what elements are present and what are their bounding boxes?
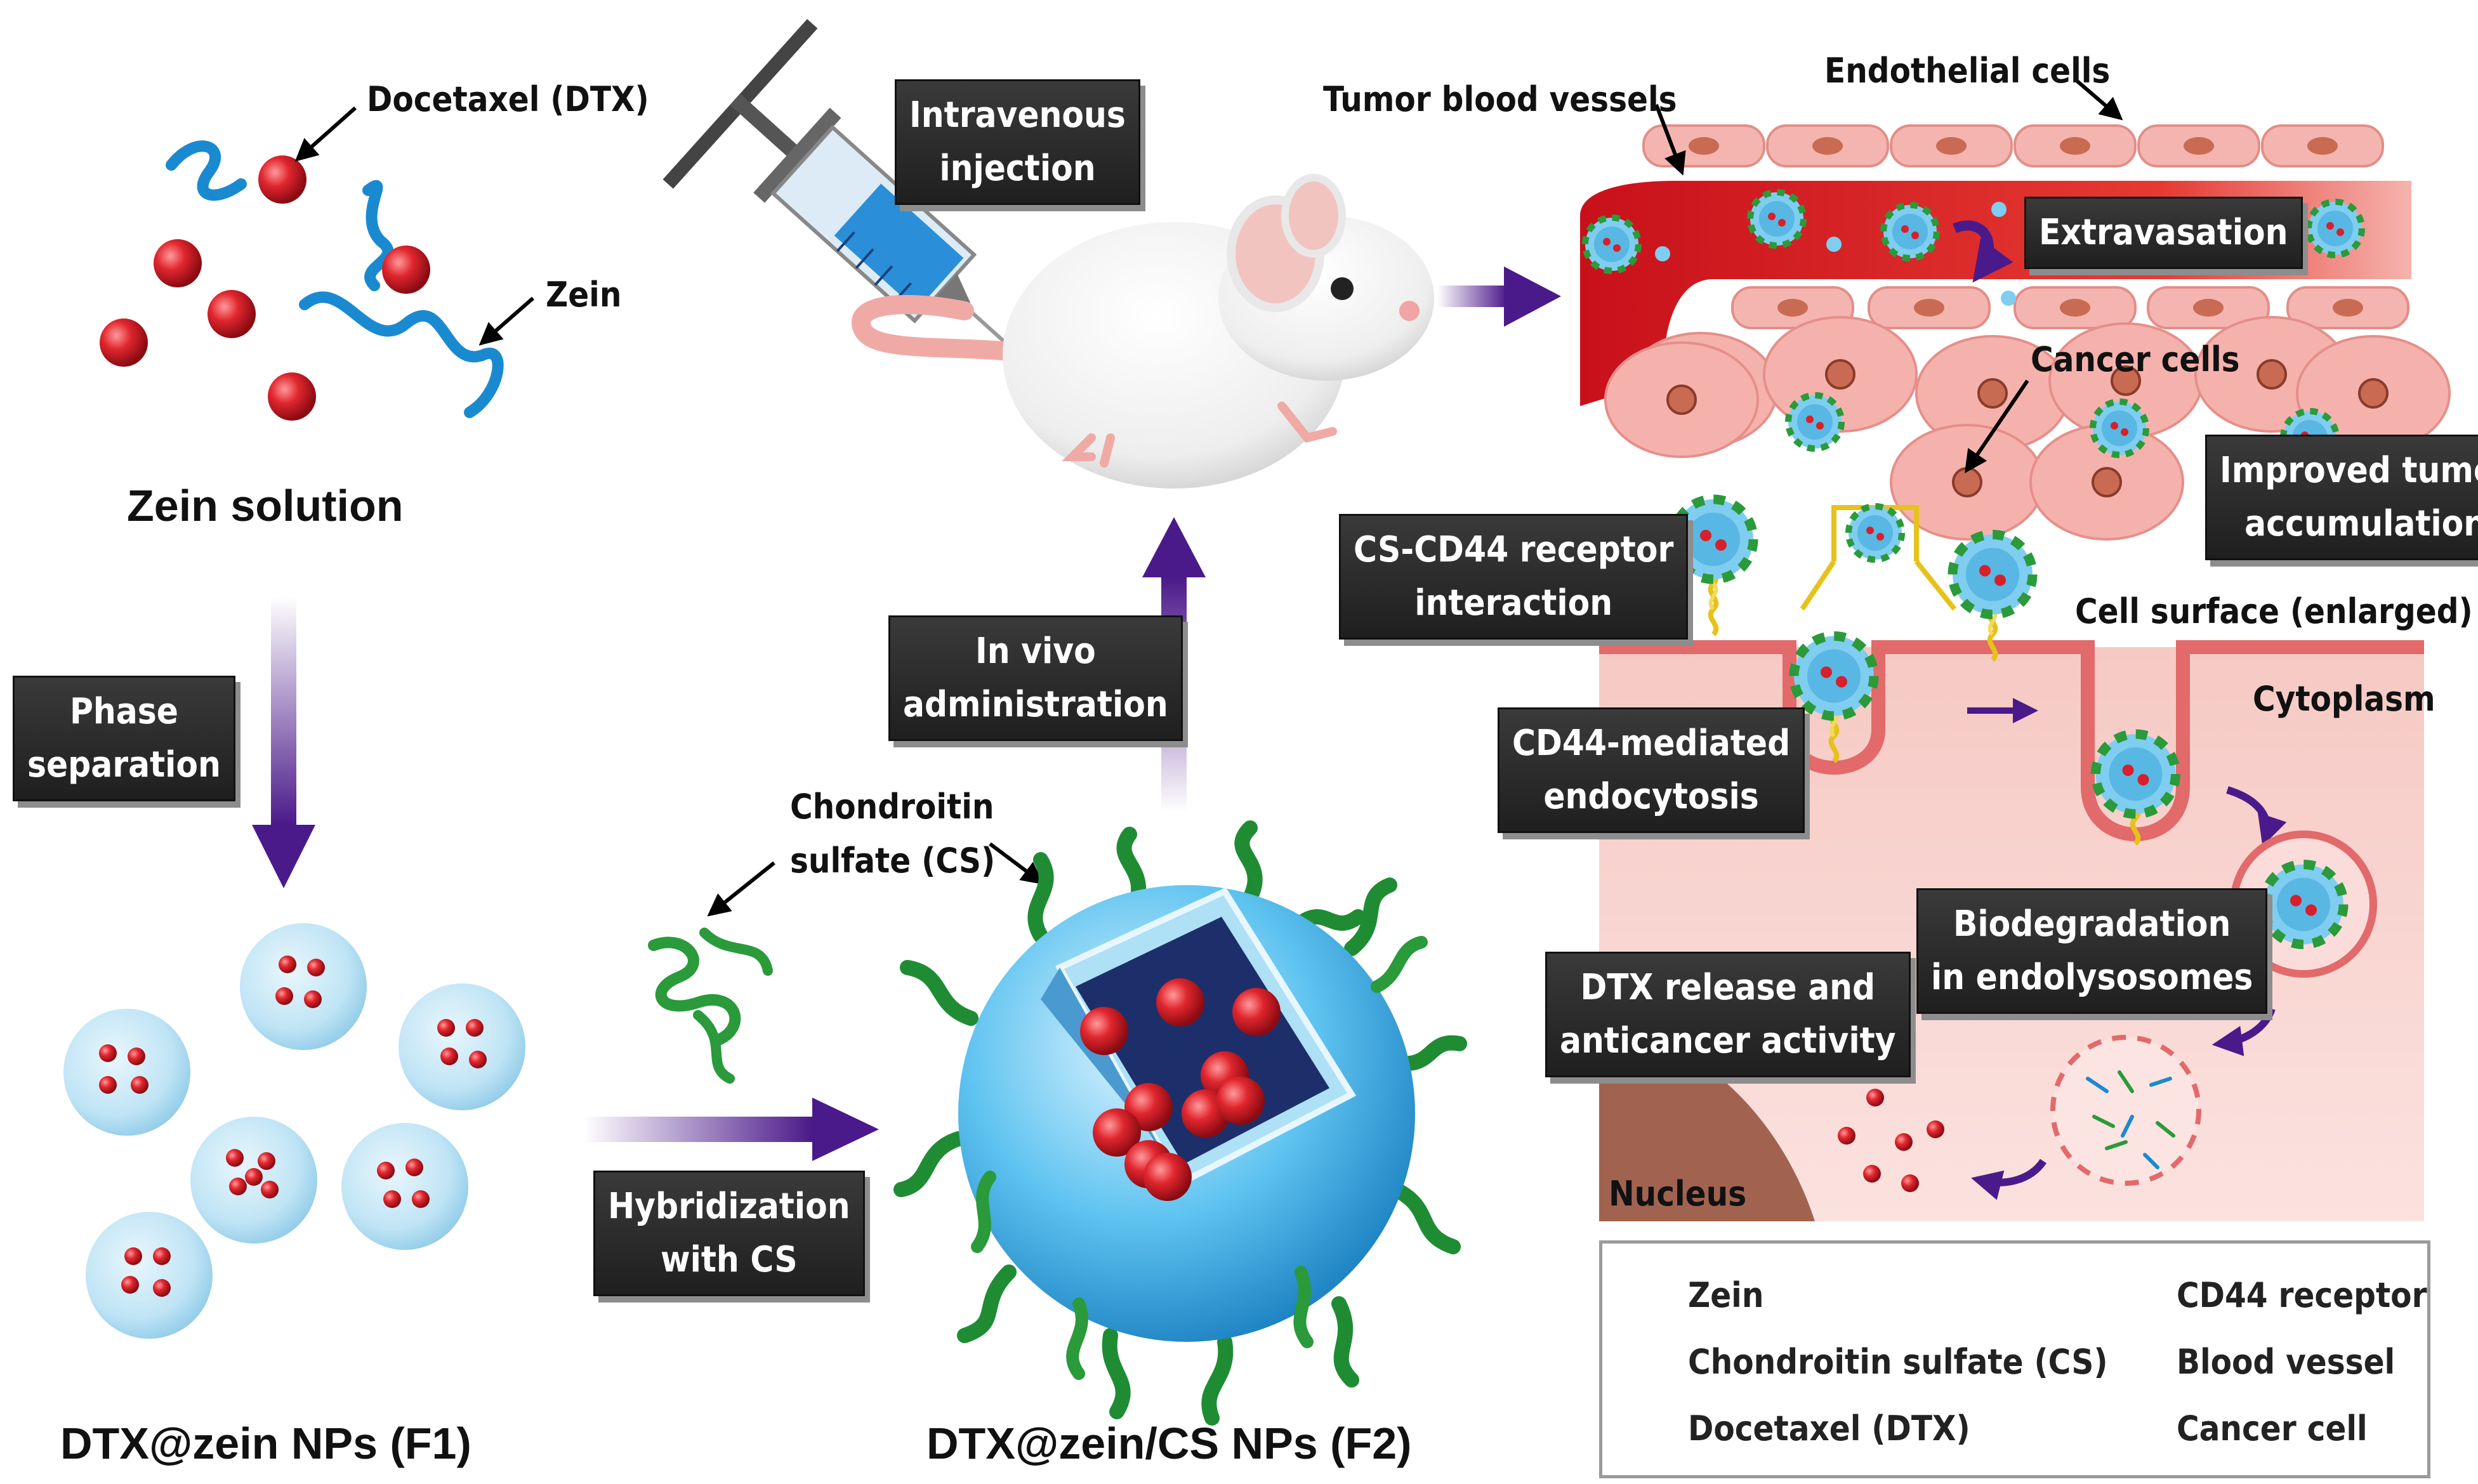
dtx-particle [208,290,256,338]
cs-callout-label-2: sulfate (CS) [790,841,996,881]
zein-solution-title: Zein solution [127,481,404,530]
zein-callout-label: Zein [546,275,622,315]
dtx-particle [382,246,430,294]
extravasation-tag: Extravasation [2024,197,2303,269]
zein-strand [299,291,504,418]
legend [1599,1240,2430,1478]
dtx-callout-label: Docetaxel (DTX) [367,79,649,119]
tumor-blood-vessels-label: Tumor blood vessels [1323,79,1677,119]
f2-nanoparticle [893,820,1467,1426]
zein-strand [166,140,247,201]
nucleus-label: Nucleus [1609,1174,1747,1214]
endothelial-cell [2013,286,2137,329]
mouse-to-tumor-arrow [1437,266,1561,327]
legend-dtx: Docetaxel (DTX) [1688,1408,1970,1448]
zein-strand [362,180,394,291]
legend-zein: Zein [1688,1275,1764,1315]
legend-cancer-cell: Cancer cell [2177,1408,2368,1448]
cs-strands [648,842,1045,1084]
cs-callout-label-1: Chondroitin [790,787,994,827]
endothelial-cell [1868,286,1991,329]
zein-solution-illustration [100,106,534,421]
f1-nanoparticles [63,923,525,1339]
endothelial-cell [2013,124,2137,167]
legend-vessel: Blood vessel [2177,1342,2396,1382]
dtx-particle [154,239,202,287]
endothelial-cells-label: Endothelial cells [1824,51,2111,91]
cancer-cells-label: Cancer cells [2031,339,2240,379]
legend-cd44: CD44 receptor [2177,1275,2427,1315]
cell-membrane [1599,640,2424,841]
hybridization-arrow [584,1098,879,1161]
endothelial-cell [1890,124,2013,167]
legend-cs: Chondroitin sulfate (CS) [1688,1342,2108,1382]
syringe-illustration [662,19,1034,369]
f1-title: DTX@zein NPs (F1) [60,1419,471,1468]
improved-accumulation-tag: Improved tumoraccumulation [2205,435,2478,560]
endothelial-cell [1642,124,1765,167]
cell-surface-label: Cell surface (enlarged) [2075,591,2473,631]
endothelial-cell [2261,124,2384,167]
phase-separation-arrow [252,596,315,888]
cytoplasm-label: Cytoplasm [2253,679,2435,719]
mouse-illustration [852,174,1434,489]
endothelial-cell [1766,124,1889,167]
dtx-callout-arrow [294,106,357,162]
cancer-cell [1604,341,1759,458]
dtx-particle [258,155,306,204]
f2-title: DTX@zein/CS NPs (F2) [926,1419,1412,1468]
dtx-particle [100,318,148,367]
zein-callout-arrow [478,296,534,346]
dtx-particle [268,372,316,421]
endothelial-cell [2137,124,2260,167]
